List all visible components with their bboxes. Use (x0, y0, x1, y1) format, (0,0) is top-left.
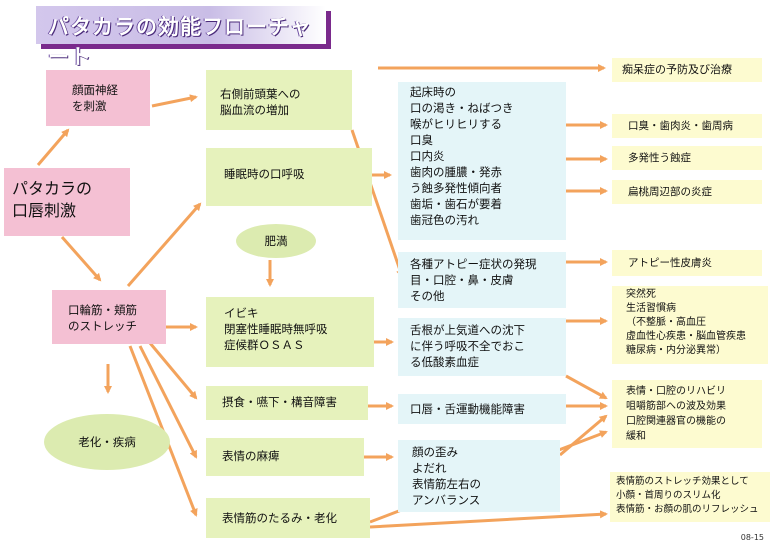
box-atopy: 各種アトピー症状の発現 目・口腔・鼻・皮膚 その他 (398, 252, 566, 308)
box-facial-nerve: 顔面神経 を刺激 (46, 70, 150, 126)
arrow-start-to-nerve (36, 128, 70, 166)
box-mouth-symptoms: 起床時の 口の渇き・ねばつき 喉がヒリヒリする 口臭 口内炎 歯肉の腫膿・発赤 … (398, 82, 566, 240)
box-halitosis: 口臭・歯肉炎・歯周病 (612, 114, 762, 138)
box-mouth-breathing: 睡眠時の口呼吸 (206, 148, 372, 206)
arrow-face-to-rehab (559, 414, 608, 457)
box-tonsil: 扁桃周辺部の炎症 (612, 180, 762, 204)
box-sagging: 表情筋のたるみ・老化 (206, 498, 370, 538)
box-swallow: 摂食・嚥下・構音障害 (206, 386, 368, 420)
box-start: パタカラの 口唇刺激 (4, 168, 130, 236)
arrow-start-to-stretch (60, 236, 102, 282)
box-paralysis: 表情の麻痺 (206, 438, 364, 476)
box-lip-tongue: 口唇・舌運動機能障害 (398, 394, 566, 424)
page-code: 08-15 (740, 533, 764, 542)
oval-aging: 老化・疾病 (44, 414, 170, 470)
box-frontal: 右側前頭葉への 脳血流の増加 (206, 70, 352, 130)
arrow-stretch-to-paralysis (138, 345, 198, 459)
box-face-distort: 顔の歪み よだれ 表情筋左右の アンバランス (398, 440, 560, 512)
box-atopic-derm: アトピー性皮膚炎 (612, 250, 762, 276)
arrow-sagging-to-stretch (369, 510, 608, 529)
box-snoring: イビキ 閉塞性睡眠時無呼吸 症候群ＯＳＡＳ (206, 297, 374, 367)
box-dementia: 痴呆症の予防及び治療 (612, 58, 762, 82)
oval-obesity: 肥満 (236, 224, 316, 258)
box-tongue: 舌根が上気道への沈下 に伴う呼吸不全でおこ る低酸素血症 (398, 318, 566, 376)
arrow-stretch-to-breathing (126, 202, 202, 287)
arrow-tongue-to-rehab (565, 374, 608, 400)
page-title: パタカラの効能フローチャート (48, 15, 312, 69)
box-lip-stretch: 口輪筋・頬筋 のストレッチ (52, 290, 166, 344)
box-lifestyle: 突然死 生活習慣病 （不整脈・高血圧 虚血性心疾患・脳血管疾患 糖尿病・内分泌異… (612, 286, 768, 364)
box-caries: 多発性う蝕症 (612, 146, 762, 170)
arrow-nerve-to-frontal (151, 94, 198, 108)
box-rehab: 表情・口腔のリハビリ 咀嚼筋部への波及効果 口腔関連器官の機能の 緩和 (612, 380, 762, 448)
title-banner: パタカラの効能フローチャート (36, 6, 326, 69)
box-stretch-effect: 表情筋のストレッチ効果として 小顔・首周りのスリム化 表情筋・お顔の肌のリフレッ… (610, 472, 770, 522)
arrow-stretch-to-swallow (148, 342, 198, 400)
